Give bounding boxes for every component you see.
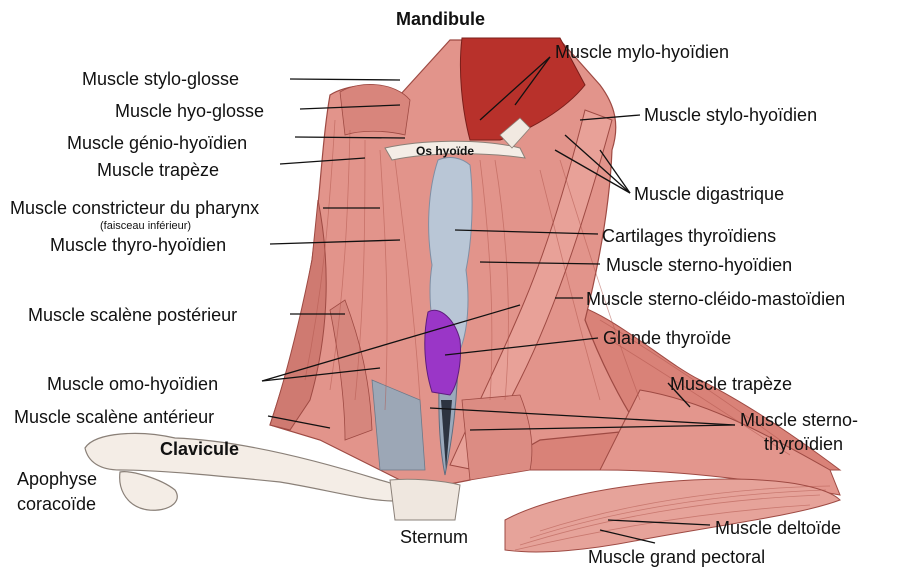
label-stylo-hyoidien: Muscle stylo-hyoïdien xyxy=(644,105,817,125)
label-trapeze-top: Muscle trapèze xyxy=(97,160,219,180)
sterno-thyroid-muscle xyxy=(462,395,532,480)
label-constricteur: Muscle constricteur du pharynx xyxy=(10,198,259,218)
label-scalene-ant: Muscle scalène antérieur xyxy=(14,407,214,427)
label-sterno-cleido: Muscle sterno-cléido-mastoïdien xyxy=(586,289,845,309)
label-thyro-hyoidien: Muscle thyro-hyoïdien xyxy=(50,235,226,255)
label-sterno-hyoidien: Muscle sterno-hyoïdien xyxy=(606,255,792,275)
label-sterno-thyro-line1: Muscle sterno- xyxy=(740,410,858,430)
label-hyo-glosse: Muscle hyo-glosse xyxy=(115,101,264,121)
label-apophyse-line2: coracoïde xyxy=(17,494,96,514)
label-apophyse-line1: Apophyse xyxy=(17,469,97,489)
label-deltoide: Muscle deltoïde xyxy=(715,518,841,538)
label-sterno-thyro-line2: thyroïdien xyxy=(764,434,843,454)
label-constricteur-sub: (faisceau inférieur) xyxy=(100,220,191,232)
label-os-hyoide: Os hyoïde xyxy=(416,144,474,158)
label-omo-hyoidien: Muscle omo-hyoïdien xyxy=(47,374,218,394)
coracoid-process-bone xyxy=(120,472,178,511)
label-scalene-post: Muscle scalène postérieur xyxy=(28,305,237,325)
label-sternum: Sternum xyxy=(400,527,468,547)
hyoglossus-muscle xyxy=(340,84,410,135)
label-mandibule: Mandibule xyxy=(396,9,485,29)
label-mylo-hyoidien: Muscle mylo-hyoïdien xyxy=(555,42,729,62)
label-clavicule: Clavicule xyxy=(160,439,239,459)
label-genio-hyoidien: Muscle génio-hyoïdien xyxy=(67,133,247,153)
sternum-bone xyxy=(390,479,460,520)
label-stylo-glosse: Muscle stylo-glosse xyxy=(82,69,239,89)
label-glande: Glande thyroïde xyxy=(603,328,731,348)
label-cartilages: Cartilages thyroïdiens xyxy=(602,226,776,246)
label-trapeze-bottom: Muscle trapèze xyxy=(670,374,792,394)
label-digastrique: Muscle digastrique xyxy=(634,184,784,204)
label-grand-pectoral: Muscle grand pectoral xyxy=(588,547,765,567)
